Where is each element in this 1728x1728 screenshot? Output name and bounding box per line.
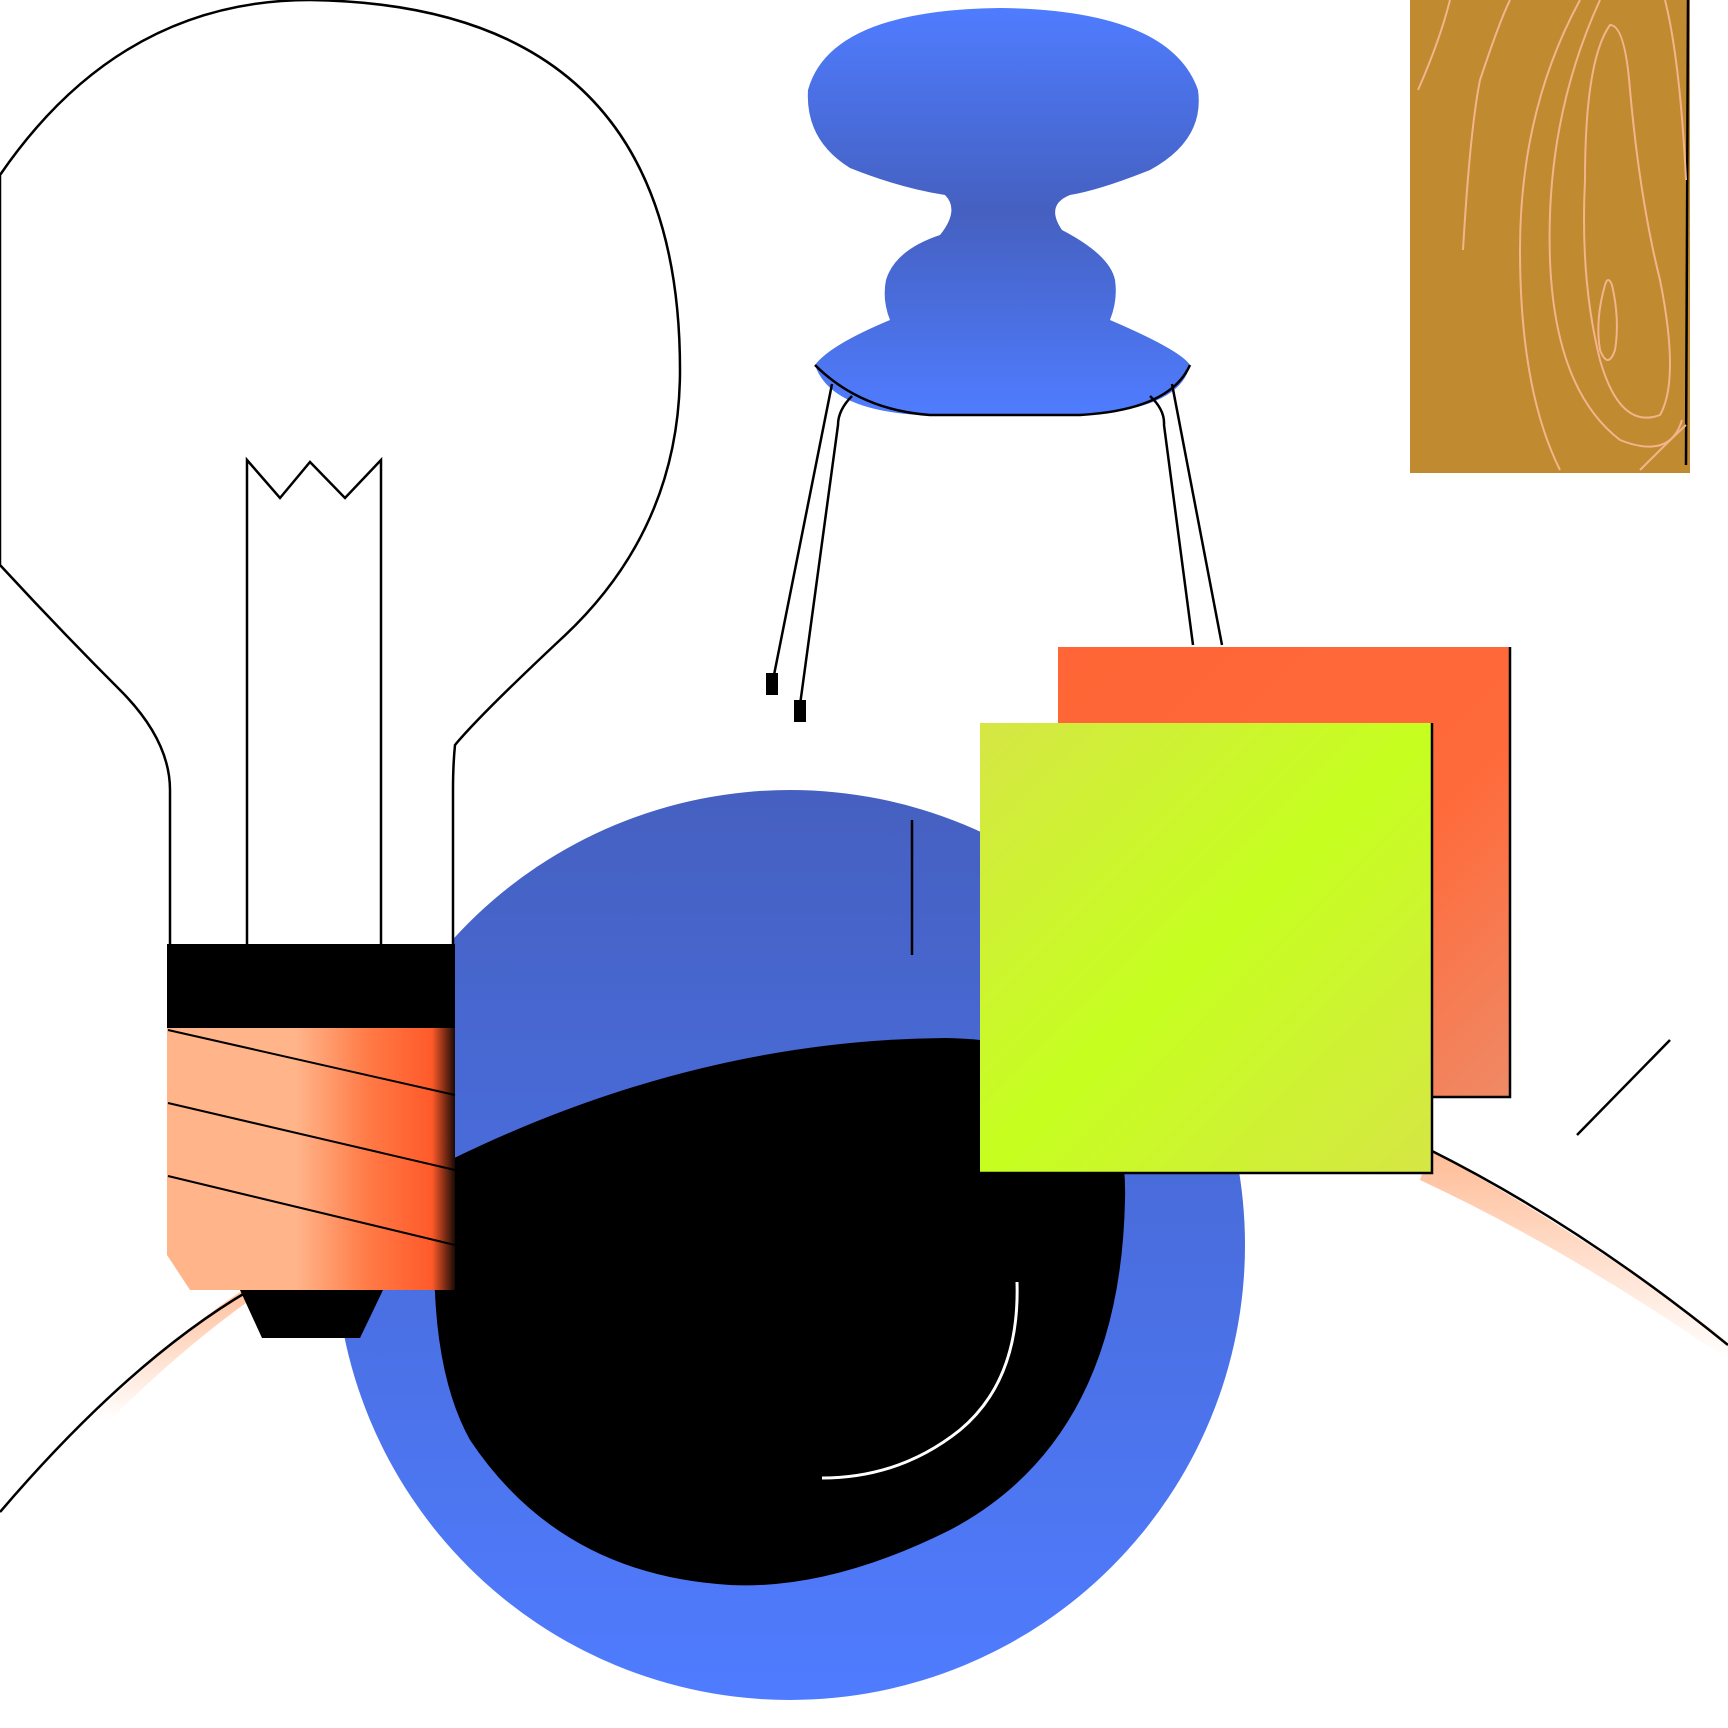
stool-leg-2	[798, 395, 853, 706]
bulb-thread-1	[167, 1029, 456, 1096]
lime-square-edge	[980, 723, 1434, 1175]
pupil-highlight	[821, 1281, 1019, 1480]
bulb-socket-band	[167, 944, 455, 1028]
wood-grain-3	[1518, 0, 1581, 471]
stool-leg-4	[1170, 383, 1224, 646]
eyelid-line-right	[1429, 1148, 1728, 1346]
bulb-filament	[245, 456, 383, 945]
wood-grain-2	[1462, 0, 1511, 251]
wood-grain-5	[1583, 23, 1671, 419]
stool-leg-3	[1149, 395, 1195, 646]
eyelid-glow-left	[90, 1280, 260, 1420]
stool-foot-2	[794, 700, 806, 722]
bulb-thread-3	[167, 1175, 456, 1246]
pupil	[434, 1038, 1126, 1586]
eyelid-line-left	[0, 1288, 251, 1513]
stool-seat-edge	[814, 364, 1192, 417]
bulb-tip	[240, 1290, 383, 1338]
stool-icon	[766, 8, 1224, 722]
stool-foot-1	[766, 673, 778, 695]
lime-square-fill	[980, 723, 1432, 1173]
orange-square-edge	[1433, 647, 1512, 1099]
wood-grain-8	[1639, 424, 1687, 471]
bulb-thread-2	[167, 1102, 456, 1171]
bulb-base	[167, 1028, 455, 1290]
stool-seat	[807, 8, 1199, 415]
stool-leg-1	[771, 383, 834, 681]
lime-square	[980, 723, 1434, 1175]
wood-grain-4	[1548, 0, 1683, 448]
accent-line-diagonal	[1576, 1039, 1671, 1136]
wood-panel-edge	[1684, 0, 1690, 466]
eyelid-glow-right	[1420, 1150, 1728, 1360]
wood-grain-icon	[1410, 0, 1690, 473]
light-bulb-icon	[0, 0, 682, 1338]
wood-grain-7	[1664, 0, 1687, 181]
bulb-glass	[0, 0, 682, 945]
wood-grain-1	[1417, 0, 1451, 91]
wood-grain-6	[1597, 279, 1618, 361]
